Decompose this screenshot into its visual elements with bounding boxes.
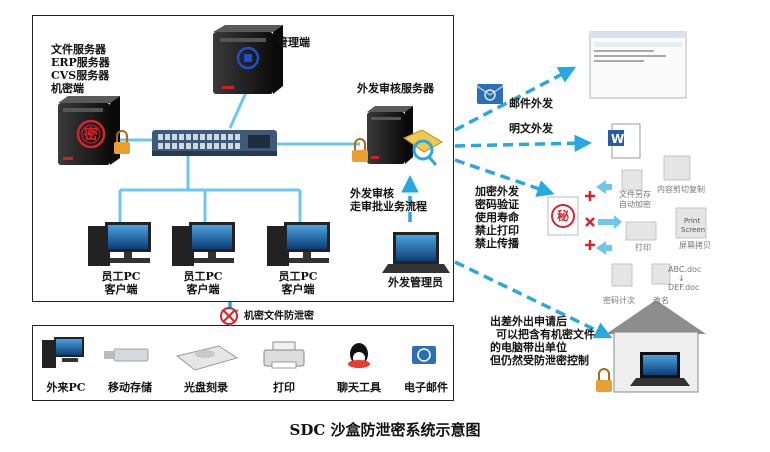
external-admin-label: 外发管理员	[388, 276, 443, 289]
device-email-icon	[412, 346, 436, 364]
secret-document-icon	[547, 196, 579, 236]
server-label-file: 文件服务器	[51, 43, 106, 56]
plain-send-label: 明文外发	[509, 122, 553, 135]
print-key-1: Print	[684, 217, 701, 225]
network-lines	[118, 87, 360, 222]
small-arrows	[596, 180, 622, 255]
copy-icon	[663, 155, 691, 181]
travel-note-4: 但仍然受防泄密控制	[490, 354, 589, 367]
print-key-2: Screen	[681, 226, 706, 234]
save-as-caption-2: 自动加密	[619, 200, 651, 209]
client-2-line2: 客户端	[186, 283, 220, 296]
device-printer-icon	[263, 341, 305, 369]
arrow-plain	[454, 134, 592, 152]
audit-server-label: 外发审核服务器	[357, 82, 434, 95]
encrypted-send-4: 禁止打印	[475, 224, 519, 237]
right-feature-icons	[611, 155, 707, 287]
admin-laptop	[382, 232, 450, 273]
word-document-icon: W	[608, 123, 641, 159]
client-2-line1: 员工PC	[183, 270, 223, 283]
server-label-erp: ERP服务器	[51, 56, 110, 69]
server-label-secret: 机密端	[51, 82, 84, 95]
secret-seal	[76, 119, 106, 149]
device-chat-icon	[348, 343, 370, 368]
device-label-external-pc: 外来PC	[46, 381, 86, 394]
device-usb-icon	[104, 348, 149, 362]
password-count-icon	[611, 263, 633, 287]
audit-flow-line1: 外发审核	[350, 187, 394, 200]
screenshot-icon	[675, 207, 707, 239]
diagram-title: SDC 沙盒防泄密系统示意图	[289, 421, 481, 439]
travel-note-2: 可以把含有机密文件	[496, 328, 595, 341]
client-pc-3	[267, 222, 330, 266]
arrow-travel	[454, 260, 613, 339]
email-send-label: 邮件外发	[509, 97, 553, 110]
management-server	[213, 25, 283, 94]
abc-doc-caption: ABC.doc	[668, 265, 702, 274]
save-as-caption-1: 文件另存	[619, 190, 651, 199]
print-icon	[625, 221, 657, 241]
audit-flow-line2: 走审批业务流程	[350, 200, 427, 213]
encrypted-send-2: 密码验证	[475, 198, 519, 211]
travel-note-3: 的电脑带出单位	[490, 341, 567, 354]
arrow-encrypted	[454, 158, 555, 197]
email-envelope-icon	[476, 84, 504, 104]
client-3-line1: 员工PC	[278, 270, 318, 283]
client-1-line2: 客户端	[104, 283, 138, 296]
device-external-pc-icon	[42, 337, 84, 368]
devices-frame	[32, 325, 454, 401]
house-icon	[606, 300, 706, 393]
client-pc-2	[172, 222, 235, 266]
network-switch	[152, 130, 277, 156]
device-label-disc: 光盘刻录	[184, 381, 228, 394]
def-doc-caption: DEF.doc	[668, 283, 700, 292]
password-count-caption: 密码计次	[603, 296, 635, 305]
client-3-line2: 客户端	[281, 283, 315, 296]
server-label-cvs: CVS服务器	[51, 69, 110, 82]
management-label: 管理端	[277, 36, 310, 49]
restriction-markers	[585, 191, 595, 250]
device-disc-burner-icon	[175, 345, 239, 371]
encrypted-send-3: 使用寿命	[475, 211, 519, 224]
encrypted-send-5: 禁止传播	[475, 237, 519, 250]
travel-note-1: 出差外出申请后	[490, 315, 567, 328]
arrow-email	[454, 66, 577, 132]
screenshot-caption: 屏幕拷贝	[679, 241, 711, 250]
device-label-print: 打印	[273, 381, 295, 394]
audit-folder-icon	[402, 129, 443, 166]
print-caption: 打印	[635, 243, 651, 252]
forbidden-icon	[220, 307, 238, 325]
email-document-thumbnail	[589, 31, 687, 99]
audit-server	[367, 106, 413, 164]
client-1-line1: 员工PC	[101, 270, 141, 283]
line-mgmt-switch	[228, 87, 250, 129]
save-as-icon	[621, 169, 643, 191]
leak-prevention-label: 机密文件防泄密	[244, 311, 314, 322]
rename-caption: 改名	[653, 296, 669, 305]
svg-text:W: W	[611, 132, 624, 146]
secret-char: 秘	[556, 209, 569, 223]
device-label-email: 电子邮件	[404, 381, 448, 394]
down-arrow-caption: ↓	[678, 274, 685, 283]
copy-caption: 内容剪切复制	[657, 185, 705, 194]
lock-icon-3	[596, 368, 612, 392]
lock-icon-1	[114, 130, 130, 154]
device-label-usb: 移动存储	[108, 381, 152, 394]
lock-icon-2	[352, 138, 368, 162]
device-label-chat: 聊天工具	[337, 381, 381, 394]
encrypted-send-1: 加密外发	[475, 185, 519, 198]
lan-frame	[32, 15, 454, 302]
dashed-arrows	[221, 66, 613, 339]
client-pc-1	[88, 222, 151, 266]
seal-char: 密	[84, 127, 98, 143]
rename-icon	[651, 263, 671, 285]
